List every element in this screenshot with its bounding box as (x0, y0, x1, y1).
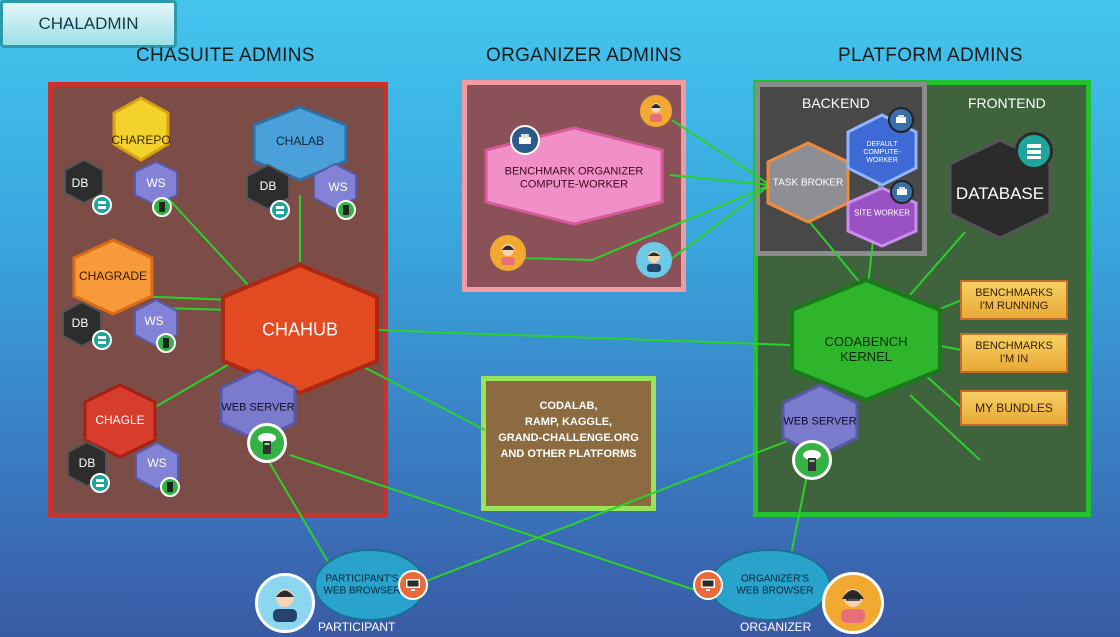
benchmarks-in-line2: I'M IN (999, 353, 1029, 365)
benchmark-label-line1: BENCHMARK ORGANIZER (504, 165, 644, 178)
db-label-chalab: DB (259, 179, 277, 194)
benchmark-printer-icon (510, 125, 540, 155)
codabench-kernel-hex (790, 277, 942, 403)
benchmarks-running-label: BENCHMARKS I'M RUNNING (975, 287, 1053, 313)
other-platforms-box (481, 376, 656, 511)
kernel-line1: CODABENCH (824, 334, 908, 350)
db-server-icon-chagrade (92, 330, 112, 350)
ws-label-charepo: WS (146, 176, 166, 191)
ws-label-chalab: WS (328, 180, 348, 195)
chagrade-label: CHAGRADE (78, 269, 148, 284)
benchmarks-in-line1: BENCHMARKS (975, 340, 1053, 352)
chagle-hex (83, 383, 157, 459)
chahub-hex (221, 262, 379, 396)
benchmarks-running-line2: I'M RUNNING (979, 300, 1049, 312)
benchmarks-in-label: BENCHMARKS I'M IN (975, 340, 1053, 366)
platform-services (766, 113, 1052, 458)
organizer-browser-label: ORGANIZER'S WEB BROWSER (736, 574, 813, 597)
chasuite-web-server-label: WEB SERVER (221, 401, 295, 414)
chagle-label: CHAGLE (95, 413, 145, 428)
chasuite-admins-title: CHASUITE ADMINS (136, 45, 315, 66)
other-platforms-line4: AND OTHER PLATFORMS (500, 448, 637, 460)
chalab-hex (252, 105, 348, 182)
db-hex-charepo (64, 158, 104, 205)
platform-cloud-server-icon (792, 440, 832, 480)
default-worker-line2: COMPUTE- (863, 148, 901, 156)
organizer-admin-avatar-2 (490, 235, 526, 271)
ws-server-icon-charepo (152, 197, 172, 217)
benchmark-label-line2: COMPUTE-WORKER (519, 178, 629, 190)
organizer-admin-avatar-3 (636, 242, 672, 278)
chagrade-hex (72, 238, 154, 316)
ws-label-chagrade: WS (144, 314, 164, 329)
benchmarks-running-line1: BENCHMARKS (975, 287, 1053, 299)
organizer-caption: ORGANIZER (740, 620, 812, 634)
chahub-label: CHAHUB (261, 319, 339, 340)
chalab-label: CHALAB (275, 134, 325, 149)
charepo-label: CHAREPO (111, 133, 171, 148)
db-label-charepo: DB (71, 176, 89, 191)
platform-admins-title: PLATFORM ADMINS (838, 45, 1023, 66)
default-worker-line1: DEFAULT (866, 140, 898, 148)
default-compute-worker-label: DEFAULT COMPUTE- WORKER (863, 141, 900, 165)
ws-label-chagle: WS (147, 456, 167, 471)
organizer-monitor-icon (693, 570, 723, 600)
database-server-icon (1015, 132, 1053, 170)
backend-label: BACKEND (802, 95, 870, 111)
participant-avatar (255, 573, 315, 633)
task-broker-label: TASK BROKER (772, 177, 844, 189)
db-hex-chagrade (62, 300, 102, 348)
organizer-admins-title: ORGANIZER ADMINS (486, 45, 682, 66)
default-worker-line3: WORKER (866, 157, 898, 165)
chasuite-cloud-server-icon (247, 423, 287, 463)
organizer-browser-line1: ORGANIZER'S (740, 573, 810, 585)
organizer-browser-line2: WEB BROWSER (736, 585, 814, 596)
participant-monitor-icon (398, 570, 428, 600)
ws-server-icon-chagle (160, 477, 180, 497)
other-platforms-text: CODALAB, RAMP, KAGGLE, GRAND-CHALLENGE.O… (486, 398, 651, 462)
site-worker-label: SITE WORKER (853, 208, 911, 218)
db-server-icon-charepo (92, 195, 112, 215)
other-platforms-line3: GRAND-CHALLENGE.ORG (498, 432, 639, 444)
site-worker-printer-icon (890, 180, 914, 204)
db-server-icon-chalab (270, 200, 290, 220)
chaladmin-button[interactable]: CHALADMIN (0, 0, 177, 48)
benchmarks-running-button[interactable]: BENCHMARKS I'M RUNNING (960, 280, 1068, 320)
ws-hex-chalab (313, 162, 357, 211)
chasuite-services (62, 96, 379, 491)
benchmarks-in-button[interactable]: BENCHMARKS I'M IN (960, 333, 1068, 373)
db-label-chagrade: DB (71, 316, 89, 331)
db-hex-chalab (246, 163, 290, 211)
participant-browser-line2: WEB BROWSER (323, 585, 401, 596)
default-worker-printer-icon (888, 107, 914, 133)
kernel-line2: KERNEL (839, 349, 893, 364)
other-platforms-line2: RAMP, KAGGLE, (524, 416, 613, 428)
charepo-hex (112, 96, 170, 162)
participant-browser-label: PARTICIPANT'S WEB BROWSER (323, 574, 400, 597)
participant-browser-line1: PARTICIPANT'S (325, 573, 399, 585)
ws-server-icon-chalab (336, 200, 356, 220)
frontend-label: FRONTEND (968, 95, 1046, 111)
db-server-icon-chagle (90, 473, 110, 493)
participant-caption: PARTICIPANT (318, 620, 396, 634)
database-label: DATABASE (955, 184, 1045, 204)
other-platforms-line1: CODALAB, (539, 400, 598, 412)
codabench-kernel-label: CODABENCH KERNEL (824, 334, 908, 365)
my-bundles-button[interactable]: MY BUNDLES (960, 390, 1068, 426)
organizer-avatar (822, 572, 884, 634)
ws-server-icon-chagrade (156, 333, 176, 353)
platform-web-server-label: WEB SERVER (783, 415, 857, 428)
benchmark-compute-worker-label: BENCHMARK ORGANIZER COMPUTE-WORKER (505, 165, 644, 190)
organizer-admin-avatar-1 (640, 95, 672, 127)
db-label-chagle: DB (78, 456, 96, 471)
